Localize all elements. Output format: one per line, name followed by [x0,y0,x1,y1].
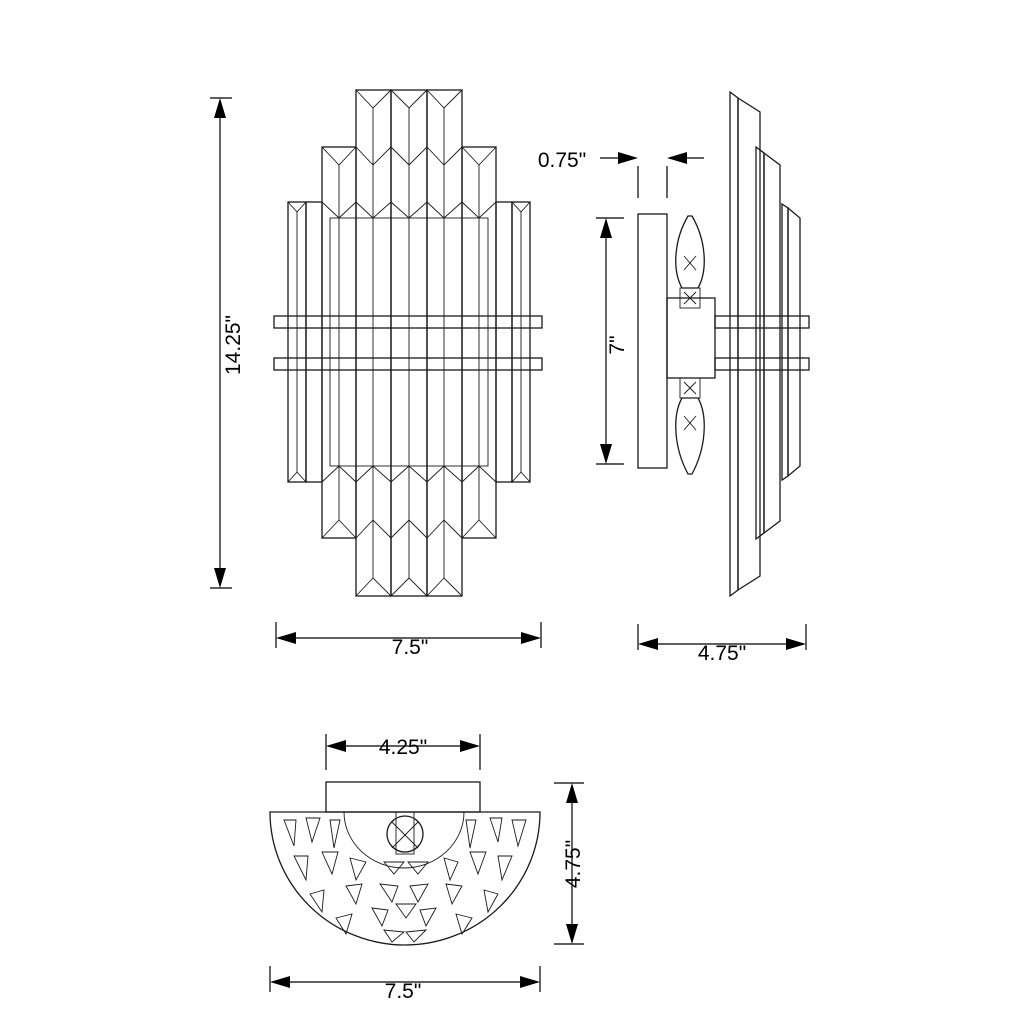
bottom-width-dimension [269,966,541,992]
side-crystal-plate-1 [729,90,739,598]
bottom-crystal-pattern [283,817,527,943]
bottom-backplate-width-dimension [325,734,481,770]
side-crystal-plate-3-bevel [787,206,801,478]
side-depth-label: 4.75" [698,642,746,665]
side-arm-upper [714,315,810,329]
side-backplate-height-dimension [596,217,624,465]
front-crystal-center-3 [426,89,463,597]
side-arm-mount [666,297,716,379]
bottom-depth-label: 4.75" [562,840,585,888]
side-arm-lower [714,357,810,371]
bottom-backplate [325,781,481,813]
bottom-width-label: 7.5" [385,980,422,1003]
side-offset-dimension [600,152,704,198]
front-width-label: 7.5" [392,636,429,659]
front-frame-bar-lower [273,357,543,371]
bottom-socket [386,811,424,855]
front-crystal-facets [287,89,531,597]
bottom-view [269,781,541,946]
bottom-backplate-width-label: 4.25" [379,736,427,759]
side-backplate [637,213,668,469]
front-height-dimension [210,97,232,589]
bottom-depth-dimension [554,782,584,945]
front-height-label: 14.25" [222,315,245,375]
bottom-shade-outline [269,811,541,946]
side-bulb-upper [675,215,705,309]
side-depth-dimension [637,624,807,650]
side-view [637,90,810,598]
side-bulb-lower [675,377,705,475]
front-crystal-right-2 [495,201,513,483]
front-backplate-outline [329,217,489,467]
front-view [273,89,543,597]
side-backplate-height-label: 7" [606,335,629,354]
front-frame-bar-upper [273,315,543,329]
front-width-dimension [275,622,542,648]
side-crystal-plate-1-bevel [737,96,761,592]
side-offset-label: 0.75" [538,149,586,172]
bottom-inner-arc [343,811,465,869]
side-crystal-plate-2-bevel [763,151,781,535]
front-crystal-left-2 [305,201,323,483]
side-crystal-plate-3 [781,202,789,482]
